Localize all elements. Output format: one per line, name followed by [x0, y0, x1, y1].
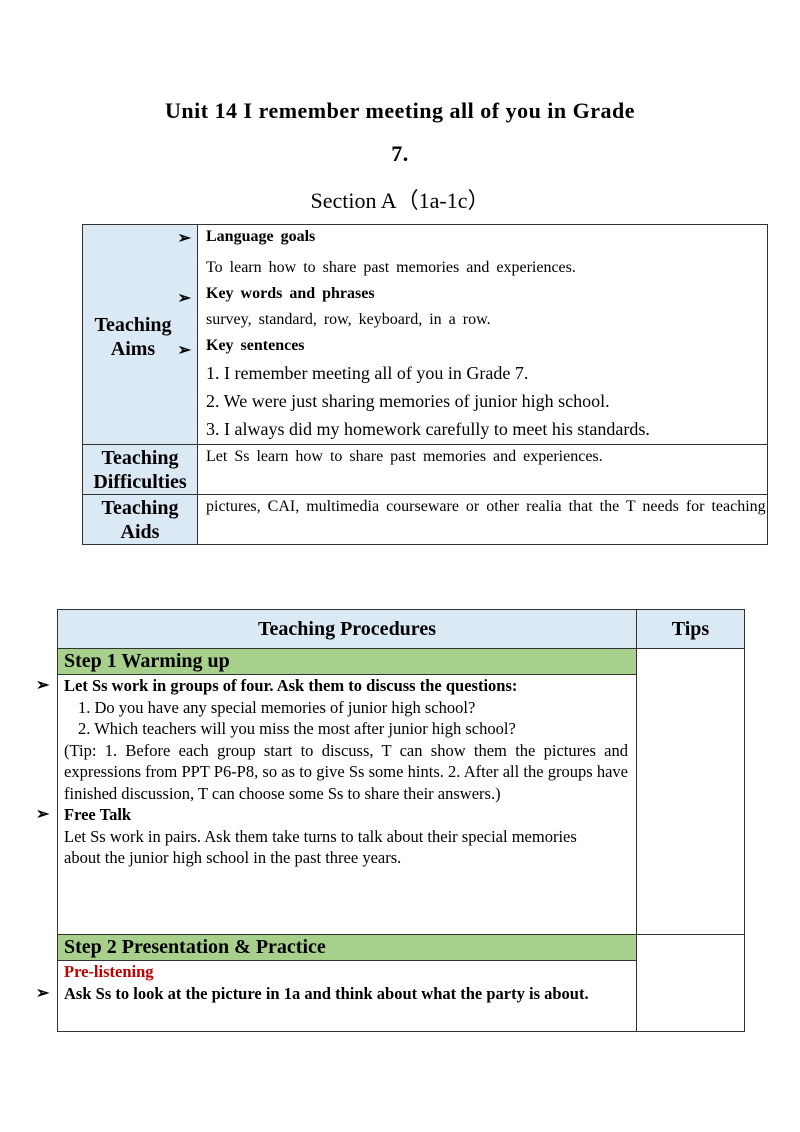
step1-title: Step 1 Warming up	[57, 648, 637, 675]
step1-tip: (Tip: 1. Before each group start to disc…	[64, 740, 628, 803]
step1-body: ➢ Let Ss work in groups of four. Ask the…	[36, 674, 637, 935]
procedures-table: Teaching Procedures Tips Step 1 Warming …	[36, 609, 745, 1032]
document-subtitle: Section A（1a-1c）	[310, 188, 490, 213]
key-sentence: 3. I always did my homework carefully to…	[206, 419, 650, 439]
teaching-aims-content: Language goals To learn how to share pas…	[197, 224, 768, 445]
arrow-bullet-icon: ➢	[177, 342, 191, 359]
aims-table: ➢ ➢ ➢ Teaching Aims Language goals To le…	[82, 224, 768, 545]
step2-body: Pre-listening ➢ Ask Ss to look at the pi…	[36, 960, 637, 1032]
teaching-procedures-header: Teaching Procedures	[57, 609, 637, 649]
tips-header: Tips	[636, 609, 745, 649]
free-talk: ➢ Free Talk	[36, 804, 628, 826]
teaching-difficulties-label: Teaching Difficulties	[82, 444, 198, 495]
arrow-bullet-icon: ➢	[36, 806, 50, 823]
arrow-bullet-icon: ➢	[177, 230, 191, 247]
free-talk-heading: Free Talk	[64, 805, 132, 824]
step2-task: ➢ Ask Ss to look at the picture in 1a an…	[36, 983, 628, 1005]
teaching-difficulties-text: Let Ss learn how to share past memories …	[197, 444, 768, 495]
step2-tips-cell	[636, 934, 745, 1032]
pre-listening-label: Pre-listening	[64, 962, 154, 981]
key-sentence: 1. I remember meeting all of you in Grad…	[206, 363, 529, 383]
key-words-heading: Key words and phrases	[206, 285, 375, 302]
document-title-line2: 7.	[391, 141, 409, 166]
step2-task-text: Ask Ss to look at the picture in 1a and …	[64, 983, 589, 1003]
question-item: 1. Do you have any special memories of j…	[78, 697, 476, 717]
arrow-bullet-icon: ➢	[36, 677, 50, 694]
step1-task: ➢ Let Ss work in groups of four. Ask the…	[36, 675, 628, 697]
teaching-aims-label: Teaching Aims	[94, 314, 172, 360]
question-item: 2. Which teachers will you miss the most…	[78, 719, 516, 738]
arrow-bullet-icon: ➢	[177, 290, 191, 307]
key-words-text: survey, standard, row, keyboard, in a ro…	[206, 311, 491, 328]
teaching-aids-text: pictures, CAI, multimedia courseware or …	[197, 494, 768, 545]
step2-title: Step 2 Presentation & Practice	[57, 934, 637, 961]
key-sentences-heading: Key sentences	[206, 337, 305, 354]
step1-tips-cell	[636, 648, 745, 935]
language-goals-heading: Language goals	[206, 228, 316, 245]
key-sentence: 2. We were just sharing memories of juni…	[206, 391, 610, 411]
teaching-aims-label-cell: ➢ ➢ ➢ Teaching Aims	[82, 224, 198, 445]
step1-task-text: Let Ss work in groups of four. Ask them …	[64, 676, 518, 695]
teaching-aids-label: Teaching Aids	[82, 494, 198, 545]
language-goals-text: To learn how to share past memories and …	[206, 259, 576, 276]
document-title-line1: Unit 14 I remember meeting all of you in…	[164, 98, 636, 123]
arrow-bullet-icon: ➢	[36, 984, 50, 1002]
free-talk-text: Let Ss work in pairs. Ask them take turn…	[64, 826, 577, 868]
